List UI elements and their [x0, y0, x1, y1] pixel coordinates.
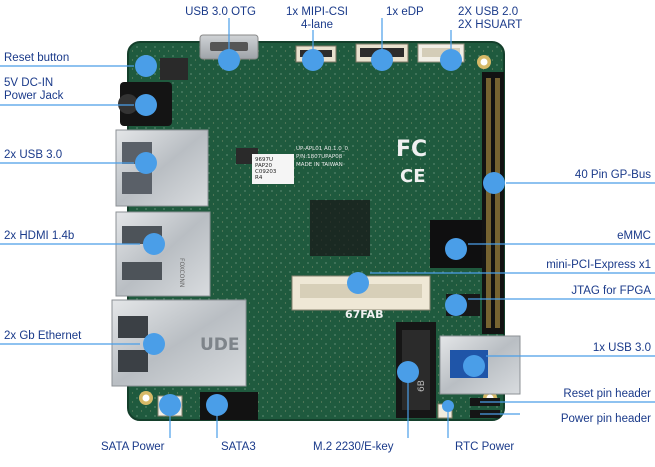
ce-mark: CE [400, 166, 426, 187]
usb3-stack [115, 129, 209, 207]
label-usb-otg: USB 3.0 OTG [185, 6, 256, 18]
marker-m2 [397, 361, 419, 383]
ethernet-ports: UDE [111, 299, 247, 387]
label-mipi-csi: 1x MIPI-CSI 4-lane [286, 6, 348, 31]
label-mini-pcie: mini-PCI-Express x1 [546, 259, 651, 271]
label-sticker: 9697U PAP20 C09203 R4 [252, 154, 294, 184]
silk-pn-text: P/N:1807UPAP08 [296, 154, 343, 160]
reset-switch-body [160, 58, 188, 80]
marker-edp [371, 49, 393, 71]
label-power-pin-header: Power pin header [560, 413, 651, 425]
marker-usb3-stack [135, 152, 157, 174]
m2-slot-text: 6B [417, 380, 427, 392]
gp-bus-header [482, 72, 504, 334]
marker-gp-bus [483, 172, 505, 194]
sticker-line-1: 9697U [255, 157, 273, 163]
marker-ethernet [143, 333, 165, 355]
marker-hdmi [143, 233, 165, 255]
label-reset-pin-header: Reset pin header [563, 388, 651, 400]
label-usb30-x2: 2x USB 3.0 [4, 149, 63, 161]
hdmi-ports: FOXCONN [115, 211, 211, 297]
label-usb30-x1: 1x USB 3.0 [592, 342, 651, 354]
label-emmc: eMMC [617, 230, 651, 242]
marker-jtag [445, 294, 467, 316]
sticker-line-4: R4 [255, 175, 263, 181]
label-hdmi: 2x HDMI 1.4b [4, 230, 75, 242]
label-sata3: SATA3 [221, 441, 256, 453]
label-reset-button: Reset button [4, 52, 70, 64]
label-rtc-power: RTC Power [455, 441, 515, 453]
marker-dc-in [135, 94, 157, 116]
silk-made-text: MADE IN TAIWAN [296, 162, 343, 168]
label-m2: M.2 2230/E-key [313, 441, 394, 453]
label-gb-ethernet: 2x Gb Ethernet [4, 330, 82, 342]
marker-reset-button [135, 55, 157, 77]
label-jtag: JTAG for FPGA [571, 285, 651, 297]
sticker-line-2: PAP20 [255, 163, 273, 169]
svg-text:9697U PAP20 C09203: 9697U PAP20 C09203 R4 [255, 157, 278, 181]
hdmi-brand-text: FOXCONN [178, 258, 185, 287]
mini-pcie-silk-label: 67FAB [345, 308, 383, 321]
silk-id-text: UP-APL01 A0.1.0_0 [296, 146, 348, 152]
ethernet-brand-text: UDE [200, 335, 240, 355]
label-sata-power: SATA Power [101, 441, 165, 453]
markers [135, 49, 505, 416]
marker-sata-power [159, 394, 181, 416]
marker-usb3-single [463, 355, 485, 377]
label-edp: 1x eDP [386, 6, 424, 18]
label-gp-bus: 40 Pin GP-Bus [574, 169, 651, 181]
soc-area [310, 200, 370, 256]
marker-sata3 [206, 394, 228, 416]
label-dc-in: 5V DC-IN Power Jack [4, 77, 64, 102]
marker-mipi [302, 49, 324, 71]
sticker-line-3: C09203 [255, 169, 277, 175]
marker-rtc [442, 400, 454, 412]
marker-usb20 [440, 49, 462, 71]
marker-usb-otg [218, 49, 240, 71]
label-usb20-hsuart: 2X USB 2.0 2X HSUART [458, 6, 523, 31]
marker-mini-pcie [347, 272, 369, 294]
marker-emmc [445, 238, 467, 260]
fcc-mark: FC [396, 137, 427, 162]
leader-lines [0, 18, 655, 438]
